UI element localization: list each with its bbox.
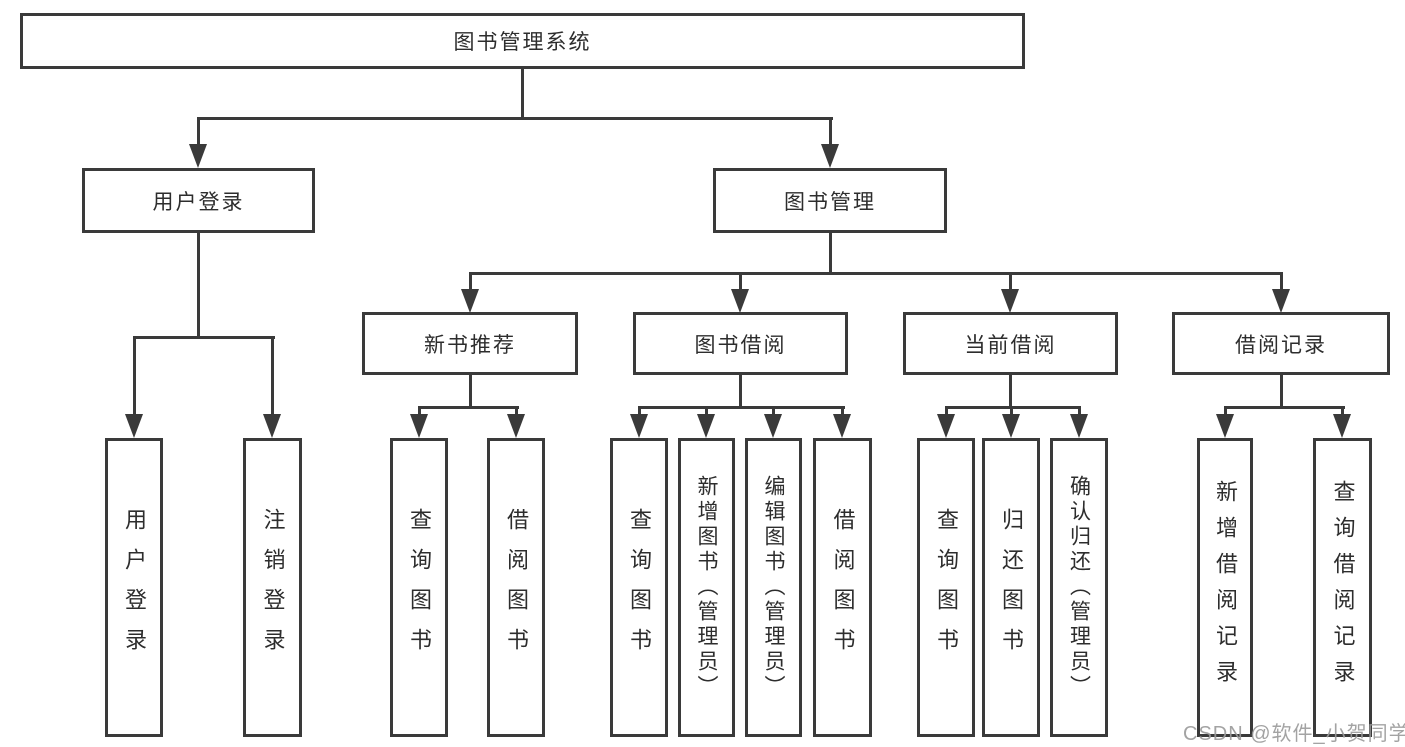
connector-line [1224,408,1227,417]
connector-arrowhead [697,414,715,438]
connector-line [945,406,1081,409]
leaf-add-borrow-record: 新增借阅记录 [1197,438,1253,737]
leaf-borrow-books-recommend: 借阅图书 [487,438,545,737]
connector-arrowhead [937,414,955,438]
leaf-return-books: 归还图书 [982,438,1040,737]
leaf-borrow-books-recommend-label: 借阅图书 [504,507,529,668]
connector-line [638,408,641,417]
connector-line [469,272,1283,275]
connector-line [133,336,275,339]
connector-line [469,374,472,408]
connector-arrowhead [125,414,143,438]
connector-arrowhead [833,414,851,438]
connector-arrowhead [189,144,207,168]
connector-arrowhead [461,289,479,313]
node-book-management-label: 图书管理 [784,190,876,214]
connector-arrowhead [1001,289,1019,313]
connector-line [1078,408,1081,417]
connector-arrowhead [731,289,749,313]
node-user-login: 用户登录 [82,168,315,233]
node-book-borrow-label: 图书借阅 [694,333,787,357]
leaf-borrow-books-label: 借阅图书 [830,507,856,668]
connector-arrowhead [410,414,428,438]
leaf-query-books-current-label: 查询图书 [934,507,959,668]
connector-arrowhead [1272,289,1290,313]
connector-line [418,406,519,409]
node-new-book-recommend: 新书推荐 [362,312,578,375]
node-current-borrow: 当前借阅 [903,312,1118,375]
leaf-query-books-borrow: 查询图书 [610,438,668,737]
connector-line [197,231,200,338]
node-root-label: 图书管理系统 [453,31,592,54]
connector-line [739,374,742,408]
node-borrow-records-label: 借阅记录 [1235,333,1327,357]
leaf-query-books-recommend-label: 查询图书 [407,507,432,668]
connector-line [705,408,708,417]
node-current-borrow-label: 当前借阅 [964,333,1057,357]
node-root: 图书管理系统 [20,13,1025,69]
connector-line [1009,374,1012,408]
node-user-login-label: 用户登录 [152,190,245,214]
leaf-user-login: 用户登录 [105,438,163,737]
connector-arrowhead [1216,414,1234,438]
connector-line [515,408,518,417]
watermark: CSDN @软件_小贺同学 [1183,723,1405,745]
connector-line [521,68,524,118]
connector-line [1009,274,1012,292]
connector-arrowhead [1070,414,1088,438]
connector-line [638,406,845,409]
connector-line [1341,408,1344,417]
connector-line [945,408,948,417]
leaf-query-borrow-record-label: 查询借阅记录 [1330,479,1356,696]
connector-line [197,119,200,145]
connector-arrowhead [1002,414,1020,438]
connector-arrowhead [821,144,839,168]
connector-line [829,231,832,275]
leaf-add-book-admin-label: 新增图书（管理员） [695,475,718,700]
connector-line [418,408,421,417]
node-book-management: 图书管理 [713,168,947,233]
leaf-query-borrow-record: 查询借阅记录 [1313,438,1372,737]
leaf-borrow-books: 借阅图书 [813,438,872,737]
connector-arrowhead [630,414,648,438]
connector-line [1010,408,1013,417]
leaf-query-books-current: 查询图书 [917,438,975,737]
connector-line [1224,406,1345,409]
leaf-query-books-recommend: 查询图书 [390,438,448,737]
connector-line [772,408,775,417]
leaf-logout: 注销登录 [243,438,302,737]
node-borrow-records: 借阅记录 [1172,312,1390,375]
connector-arrowhead [1333,414,1351,438]
leaf-user-login-label: 用户登录 [122,507,147,668]
connector-line [841,408,844,417]
leaf-query-books-borrow-label: 查询图书 [627,507,652,668]
connector-arrowhead [764,414,782,438]
leaf-confirm-return-admin: 确认归还（管理员） [1050,438,1108,737]
connector-arrowhead [507,414,525,438]
connector-line [271,338,274,414]
connector-line [133,338,136,414]
connector-line [739,274,742,292]
leaf-add-book-admin: 新增图书（管理员） [678,438,735,737]
connector-line [197,117,833,120]
connector-line [1280,374,1283,408]
connector-line [829,119,832,145]
leaf-return-books-label: 归还图书 [999,507,1024,668]
leaf-edit-book-admin: 编辑图书（管理员） [745,438,802,737]
leaf-edit-book-admin-label: 编辑图书（管理员） [762,475,785,700]
leaf-logout-label: 注销登录 [260,507,286,668]
leaf-confirm-return-admin-label: 确认归还（管理员） [1067,475,1091,700]
node-book-borrow: 图书借阅 [633,312,848,375]
connector-arrowhead [263,414,281,438]
leaf-add-borrow-record-label: 新增借阅记录 [1213,479,1238,696]
connector-line [1280,274,1283,292]
node-new-book-recommend-label: 新书推荐 [424,333,516,357]
connector-line [469,274,472,292]
